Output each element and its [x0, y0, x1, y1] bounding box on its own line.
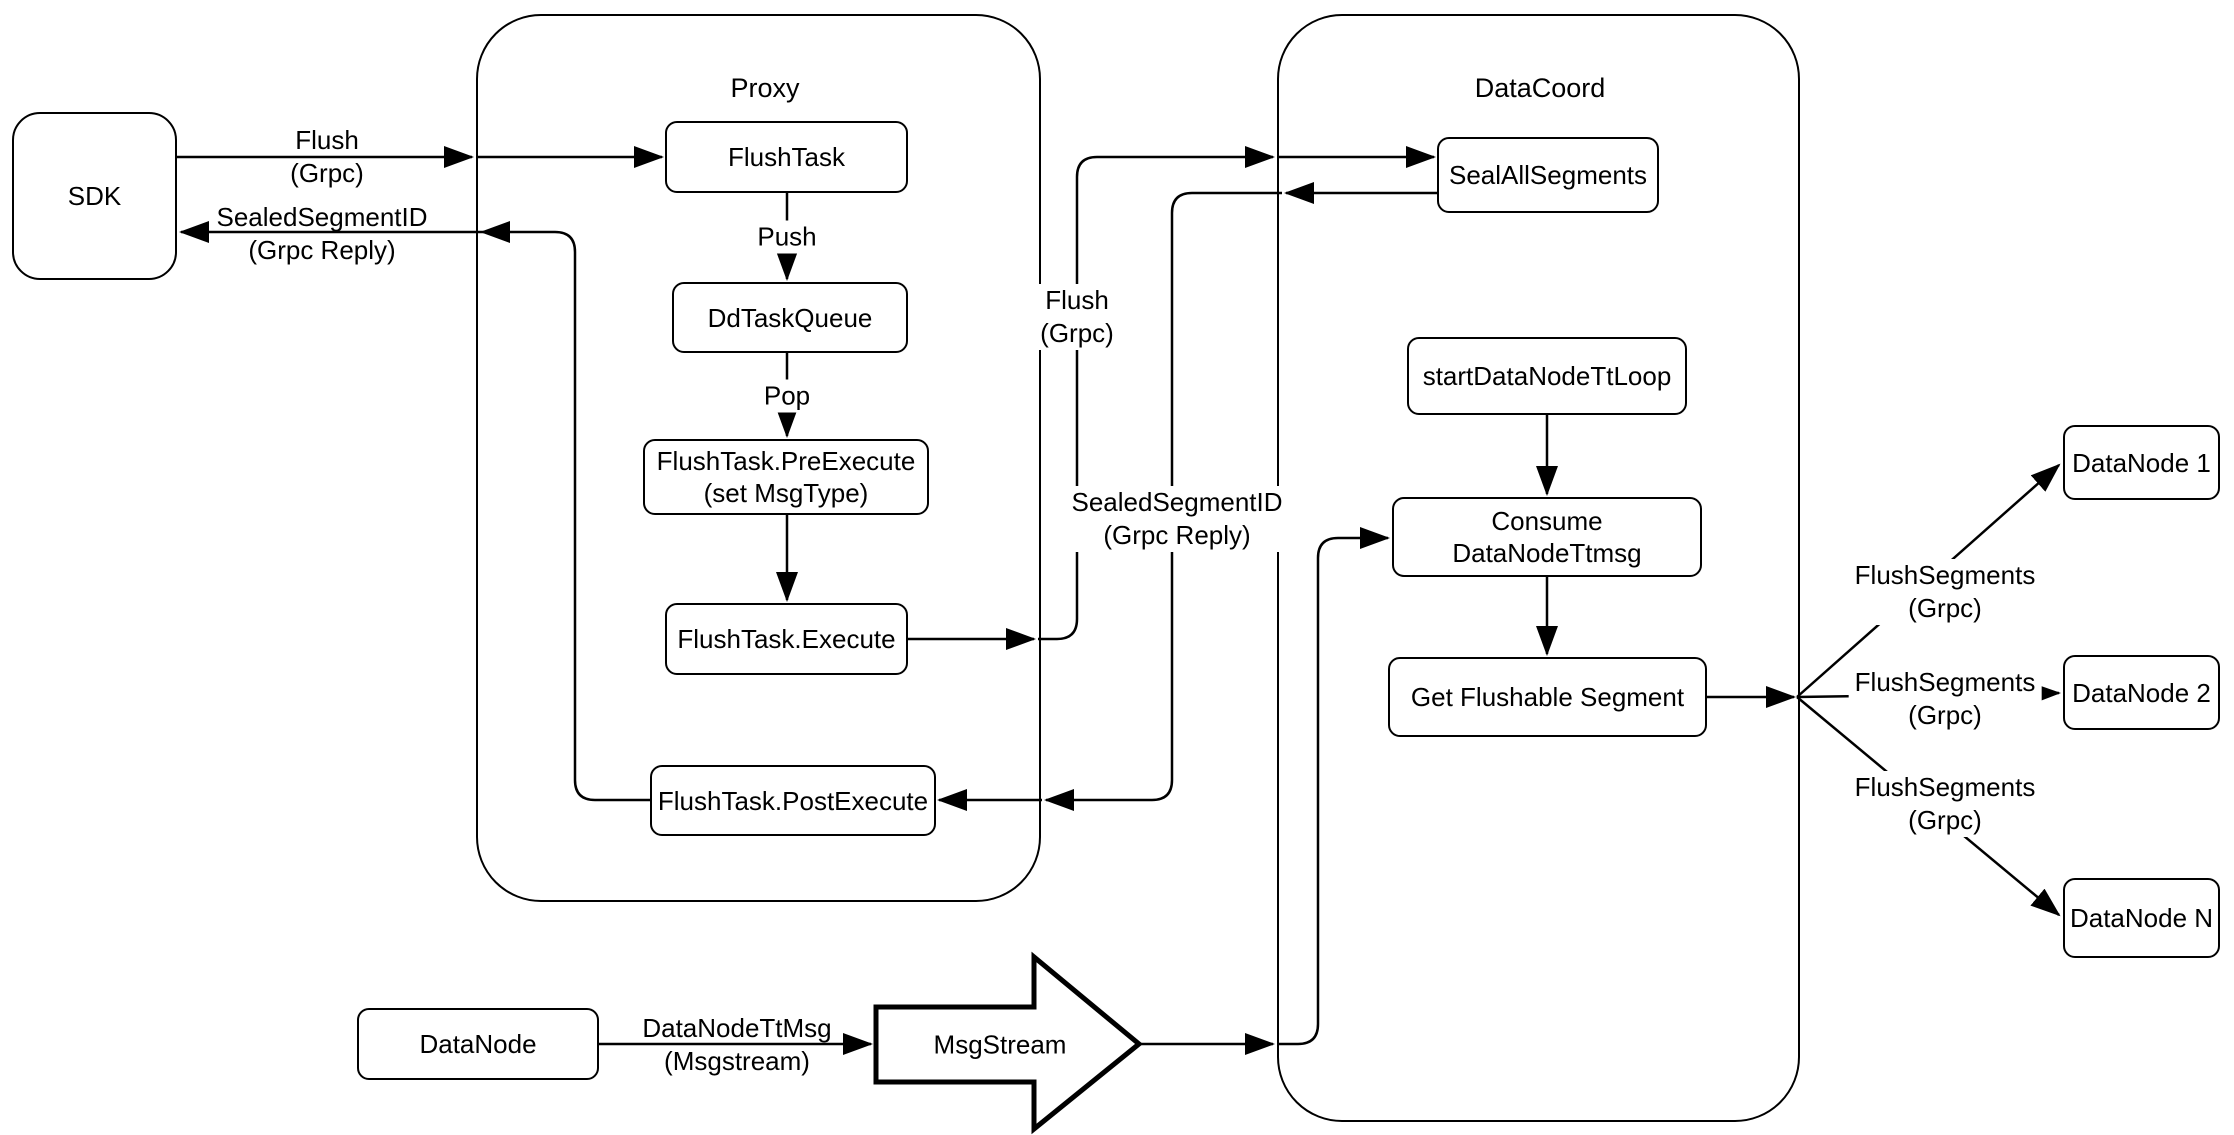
- node-datanode-2: DataNode 2: [2063, 655, 2220, 730]
- edge-label-sealedsegmentid-sdk: SealedSegmentID (Grpc Reply): [216, 202, 428, 265]
- node-ddtaskqueue: DdTaskQueue: [672, 282, 908, 353]
- edge-postexecute-to-proxy-boundary: [480, 221, 650, 802]
- edge-label-flush-grpc-sdk: Flush (Grpc): [290, 125, 364, 188]
- datacoord-container: [1277, 14, 1800, 1122]
- proxy-container-title: Proxy: [730, 73, 800, 103]
- msgstream-arrow-shape: [873, 951, 1143, 1135]
- node-datanode-bottom: DataNode: [357, 1008, 599, 1080]
- datacoord-container-title: DataCoord: [1474, 73, 1606, 103]
- node-consume-datanodettmsg: Consume DataNodeTtmsg: [1392, 497, 1702, 577]
- node-flushtask-postexecute: FlushTask.PostExecute: [650, 765, 936, 836]
- edge-label-pop: Pop: [757, 379, 817, 413]
- node-flushtask-execute: FlushTask.Execute: [665, 603, 908, 675]
- node-datanode-n: DataNode N: [2063, 878, 2220, 958]
- edge-datacoord-boundary-to-consume: [1277, 527, 1390, 1046]
- node-sdk: SDK: [12, 112, 177, 280]
- node-flushtask-preexecute: FlushTask.PreExecute (set MsgType): [643, 439, 929, 515]
- node-flushtask: FlushTask: [665, 121, 908, 193]
- msgstream-label: MsgStream: [933, 1029, 1067, 1060]
- node-get-flushable-segment: Get Flushable Segment: [1388, 657, 1707, 737]
- edge-label-push: Push: [751, 220, 823, 254]
- node-startdatanodettloop: startDataNodeTtLoop: [1407, 337, 1687, 415]
- node-datanode-1: DataNode 1: [2063, 425, 2220, 500]
- edge-label-sealedsegmentid-mid: SealedSegmentID (Grpc Reply): [1065, 486, 1289, 552]
- edge-label-datanodettmsg: DataNodeTtMsg (Msgstream): [642, 1013, 832, 1076]
- edge-proxy-boundary-to-datacoord: [1038, 146, 1275, 641]
- node-sealallsegments: SealAllSegments: [1437, 137, 1659, 213]
- edge-label-flush-grpc-mid: Flush (Grpc): [1034, 284, 1120, 350]
- edge-label-flushsegments-2: FlushSegments (Grpc): [1848, 666, 2042, 732]
- proxy-container: [476, 14, 1041, 902]
- edge-label-flushsegments-3: FlushSegments (Grpc): [1848, 771, 2042, 837]
- edge-label-flushsegments-1: FlushSegments (Grpc): [1848, 559, 2042, 625]
